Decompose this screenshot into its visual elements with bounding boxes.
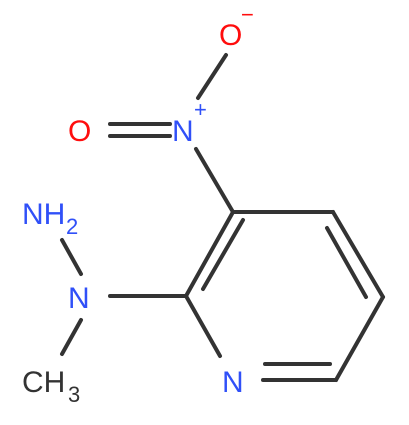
- charge-minus: −: [241, 2, 254, 27]
- charge-plus: +: [194, 97, 207, 122]
- bond-nhyd-nh2: [60, 238, 83, 276]
- atom-o-double: O: [68, 115, 91, 148]
- bond-c5-c6: [334, 295, 385, 382]
- atom-labels: O − O N + NH 2 N CH 3 N: [22, 2, 254, 407]
- atom-n-ring: N: [222, 366, 244, 399]
- atom-o-minus: O: [219, 19, 242, 52]
- bond-nnitro-ominus: [196, 53, 228, 100]
- atom-ch3-count: 3: [68, 382, 80, 407]
- bond-c2-c3-inner: [201, 218, 245, 291]
- bond-c2-c3: [184, 210, 235, 298]
- bond-c4-c5: [331, 210, 385, 299]
- bond-c3-nnitro: [194, 147, 235, 214]
- atom-ch3: CH: [22, 366, 65, 399]
- atom-nh2-count: 2: [66, 214, 78, 239]
- atom-n-nitro: N: [172, 115, 194, 148]
- bond-c4-c5-inner: [325, 226, 368, 299]
- atom-n-hydrazine: N: [68, 282, 90, 315]
- bonds: [60, 53, 385, 382]
- bond-nhyd-ch3: [60, 318, 83, 356]
- bond-n1-c2: [184, 294, 222, 358]
- atom-nh2: NH: [22, 198, 65, 231]
